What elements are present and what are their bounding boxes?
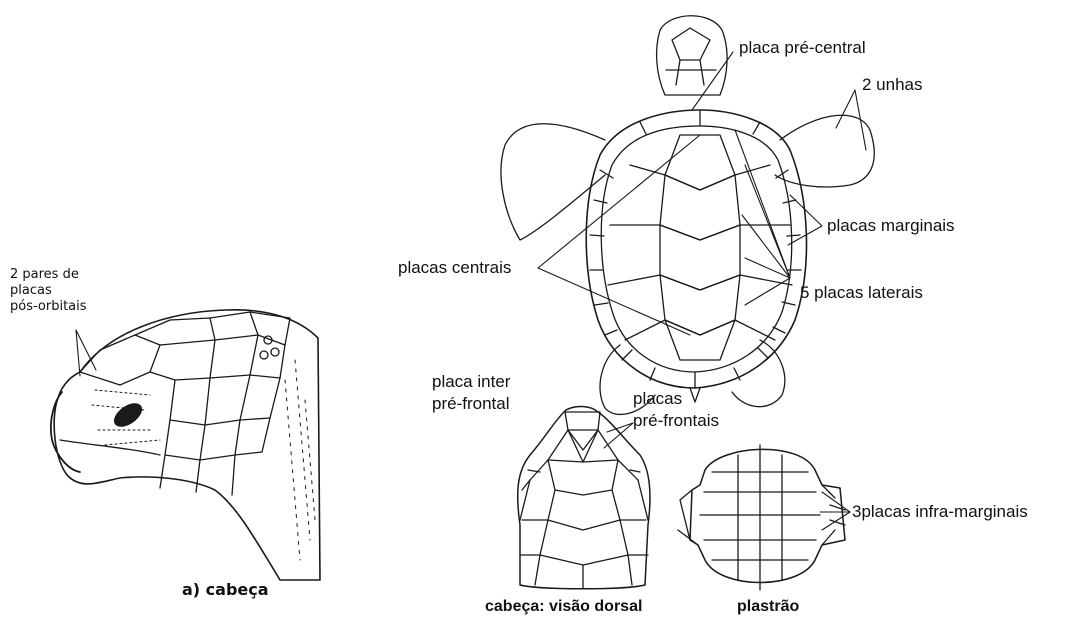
head-side-annotation-line-3: pós-orbitais [10, 299, 87, 315]
central-label: placas centrais [398, 258, 511, 278]
precentral-label: placa pré-central [739, 38, 866, 58]
turtle-dorsal-drawing [501, 16, 874, 415]
head-side-annotation-line-2: placas [10, 283, 52, 299]
head-side-caption: a) cabeça [182, 580, 269, 600]
claws-label: 2 unhas [862, 75, 923, 95]
plastron-caption: plastrão [737, 597, 799, 617]
head-side-drawing [51, 310, 320, 580]
head-side-annotation-line-1: 2 pares de [10, 267, 79, 283]
prefrontal-label-line-2: pré-frontais [633, 411, 719, 431]
inframarginal-label: 3placas infra-marginais [852, 502, 1028, 522]
interprefrontal-label-line-1: placa inter [432, 372, 510, 392]
lateral-label: 5 placas laterais [800, 283, 923, 303]
front-left-flipper [501, 124, 605, 240]
interprefrontal-label-line-2: pré-frontal [432, 394, 509, 414]
plastron-drawing [678, 445, 850, 590]
prefrontal-label-line-1: placas [633, 389, 682, 409]
head-dorsal-drawing [518, 406, 650, 588]
dorsal-head-caption: cabeça: visão dorsal [485, 597, 642, 617]
marginal-label: placas marginais [827, 216, 955, 236]
